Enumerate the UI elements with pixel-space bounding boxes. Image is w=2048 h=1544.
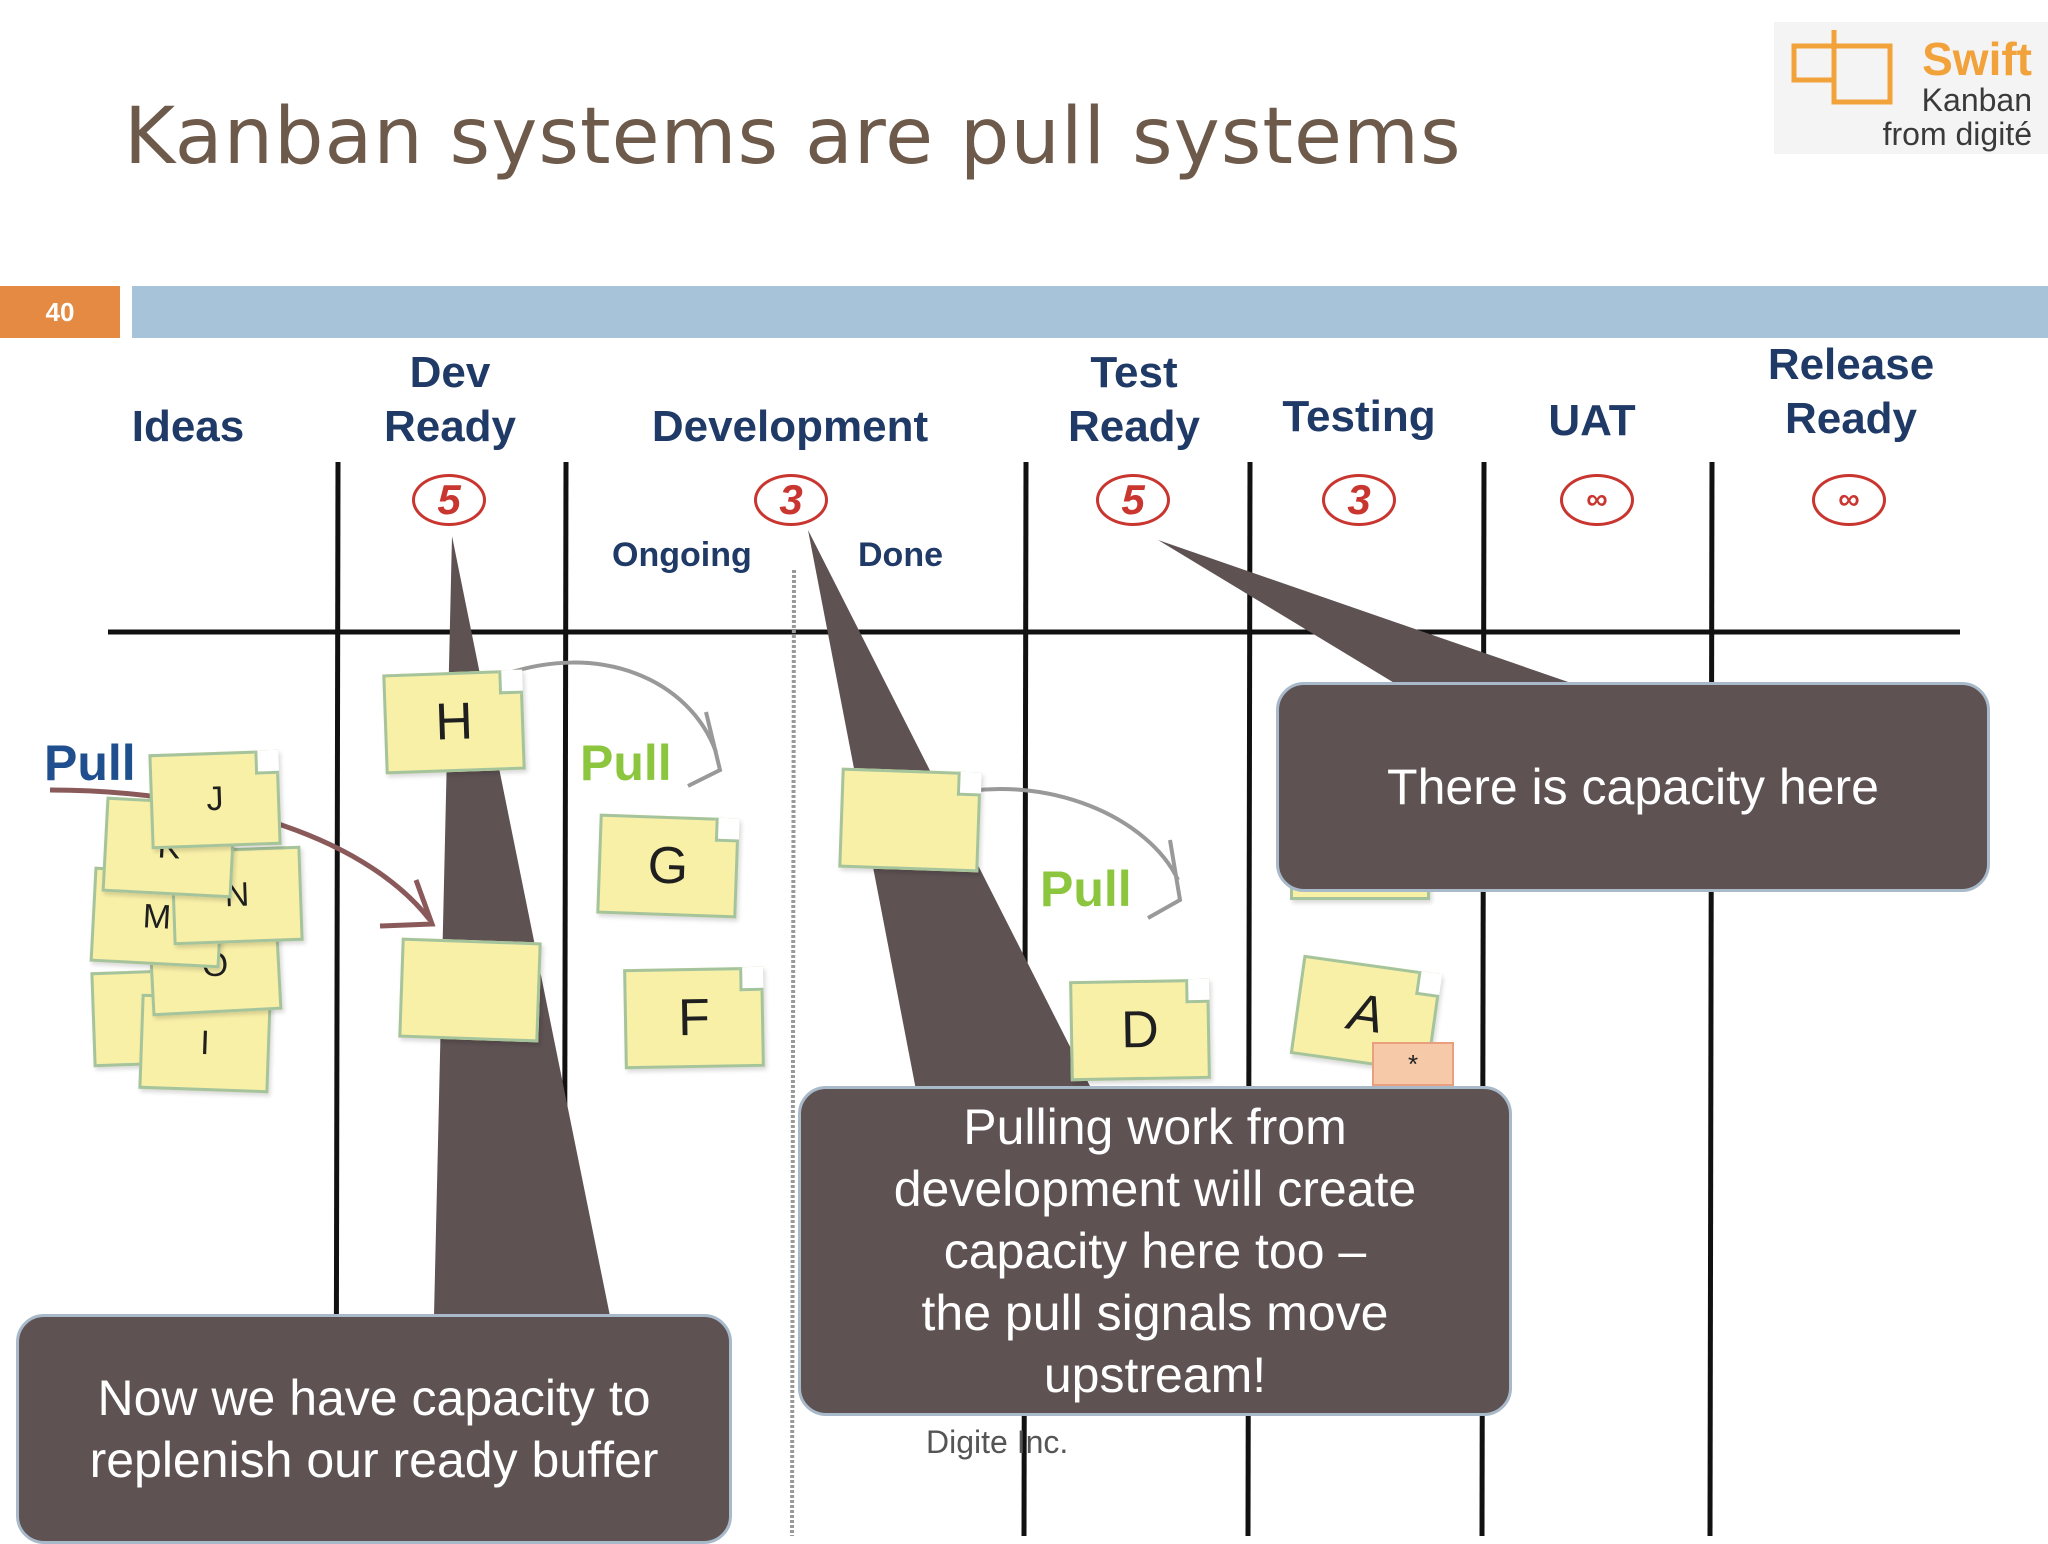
card-f[interactable]: F xyxy=(623,966,765,1070)
logo-boxes-icon xyxy=(1791,30,1893,105)
wip-limit-testing: 3 xyxy=(1322,474,1396,526)
callout-capacity: There is capacity here xyxy=(1276,682,1990,892)
column-title-development: Development xyxy=(651,402,929,451)
card-j[interactable]: J xyxy=(148,749,282,850)
swift-kanban-logo: Swift Kanban from digité xyxy=(1774,22,2048,154)
arrow-head xyxy=(687,711,723,788)
wip-limit-dev-ready: 5 xyxy=(412,474,486,526)
callout-replenish: Now we have capacity to replenish our re… xyxy=(16,1314,732,1544)
column-title-dev-ready: Dev Ready xyxy=(383,348,517,451)
callout-pointer-capacity xyxy=(1158,540,1574,684)
slide-title: Kanban systems are pull systems xyxy=(124,92,1462,182)
wip-limit-test-ready: 5 xyxy=(1096,474,1170,526)
callout-replenish-text: Now we have capacity to replenish our re… xyxy=(89,1370,659,1488)
logo-product: Kanban xyxy=(1921,82,2032,118)
arrow-head xyxy=(379,879,436,929)
logo-byline: from digité xyxy=(1882,116,2032,152)
column-title-testing: Testing xyxy=(1282,392,1436,441)
wip-limit-development: 3 xyxy=(754,474,828,526)
wip-limit-uat: ∞ xyxy=(1560,474,1634,526)
pull-arrow-test-ready xyxy=(939,787,1180,881)
pull-label-ideas: Pull xyxy=(44,735,136,791)
callout-pulling-text: Pulling work from development will creat… xyxy=(893,1099,1417,1403)
subcolumn-ongoing: Ongoing xyxy=(612,536,752,574)
callout-pointer-replenish xyxy=(434,536,610,1316)
column-divider xyxy=(1707,461,1715,1536)
column-title-test-ready: Test Ready xyxy=(1067,348,1201,451)
card-h[interactable]: H xyxy=(382,669,526,775)
callout-capacity-text: There is capacity here xyxy=(1387,759,1879,815)
slide-number: 40 xyxy=(0,286,120,338)
wip-limit-release-ready: ∞ xyxy=(1812,474,1886,526)
pull-label-test-ready: Pull xyxy=(1040,861,1132,917)
subcolumn-done: Done xyxy=(858,536,943,574)
subcolumn-divider xyxy=(790,569,796,1536)
pull-arrow-development xyxy=(499,660,718,753)
pull-label-development: Pull xyxy=(580,735,672,791)
card-development-done[interactable] xyxy=(838,767,982,873)
callout-pulling: Pulling work from development will creat… xyxy=(798,1086,1512,1416)
arrow-head xyxy=(1147,839,1183,920)
blocker-tag: * xyxy=(1372,1042,1454,1086)
header-bar xyxy=(132,286,2048,338)
column-title-uat: UAT xyxy=(1548,396,1636,445)
card-dev-ready-empty[interactable] xyxy=(398,937,542,1043)
card-g[interactable]: G xyxy=(596,813,740,919)
card-d[interactable]: D xyxy=(1069,978,1211,1082)
column-title-release-ready: Release Ready xyxy=(1767,340,1935,443)
footer-company: Digite Inc. xyxy=(926,1424,1069,1460)
logo-brand: Swift xyxy=(1922,33,2032,85)
column-title-ideas: Ideas xyxy=(131,402,245,451)
